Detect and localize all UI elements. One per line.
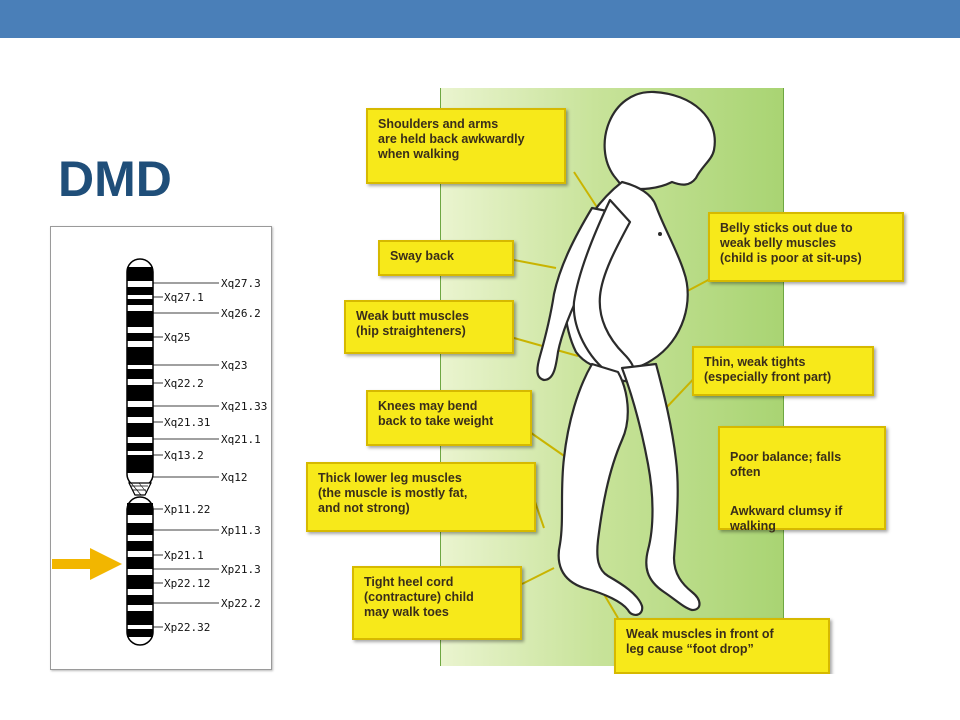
chromosome-ideogram: Xq27.3 Xq26.2 Xq23 Xq21.33 Xq21.1 Xq12 X… — [126, 258, 267, 646]
callout-heel-cord: Tight heel cord (contracture) child may … — [352, 566, 522, 640]
child-figure — [536, 90, 716, 616]
chromosome-ideogram-panel: Xq27.3 Xq26.2 Xq23 Xq21.33 Xq21.1 Xq12 X… — [50, 226, 272, 670]
title-bar-accent — [0, 0, 960, 38]
band-label: Xq13.2 — [164, 449, 204, 462]
band-label: Xp11.3 — [221, 524, 261, 537]
band-label: Xq27.3 — [221, 277, 261, 290]
callout-foot-drop: Weak muscles in front of leg cause “foot… — [614, 618, 830, 674]
band-label: Xq12 — [221, 471, 248, 484]
callout-calf: Thick lower leg muscles (the muscle is m… — [306, 462, 536, 532]
gene-locus-arrow-icon — [52, 548, 122, 580]
chromosome-centromere — [128, 482, 152, 496]
band-label-group-right: Xq27.3 Xq26.2 Xq23 Xq21.33 Xq21.1 Xq12 X… — [153, 277, 267, 610]
band-label-group-left: Xq27.1 Xq25 Xq22.2 Xq21.31 Xq13.2 Xp11.2… — [153, 291, 210, 634]
callout-thighs: Thin, weak tights (especially front part… — [692, 346, 874, 396]
callout-balance-line-1: Poor balance; falls often — [730, 450, 842, 479]
band-label: Xp22.32 — [164, 621, 210, 634]
callout-sway-back: Sway back — [378, 240, 514, 276]
band-label: Xq21.1 — [221, 433, 261, 446]
band-label: Xp22.2 — [221, 597, 261, 610]
callout-shoulders: Shoulders and arms are held back awkward… — [366, 108, 566, 184]
band-label: Xp11.22 — [164, 503, 210, 516]
band-label: Xq21.33 — [221, 400, 267, 413]
child-silhouette — [513, 90, 716, 619]
band-label: Xq27.1 — [164, 291, 204, 304]
chromosome-p-arm — [126, 496, 154, 646]
band-label: Xp21.3 — [221, 563, 261, 576]
band-label: Xq25 — [164, 331, 191, 344]
callout-balance-line-2: Awkward clumsy if walking — [730, 504, 843, 533]
band-label: Xq21.31 — [164, 416, 210, 429]
callout-butt-muscles: Weak butt muscles (hip straighteners) — [344, 300, 514, 354]
band-label: Xq26.2 — [221, 307, 261, 320]
band-label: Xq23 — [221, 359, 248, 372]
chromosome-q-arm — [126, 258, 154, 488]
band-label: Xq22.2 — [164, 377, 204, 390]
slide-title: DMD — [58, 151, 172, 207]
dmd-symptoms-illustration: Shoulders and arms are held back awkward… — [292, 88, 928, 674]
band-label: Xp22.12 — [164, 577, 210, 590]
callout-knees: Knees may bend back to take weight — [366, 390, 532, 446]
callout-belly: Belly sticks out due to weak belly muscl… — [708, 212, 904, 282]
callout-balance: Poor balance; falls often Awkward clumsy… — [718, 426, 886, 533]
band-label: Xp21.1 — [164, 549, 204, 562]
